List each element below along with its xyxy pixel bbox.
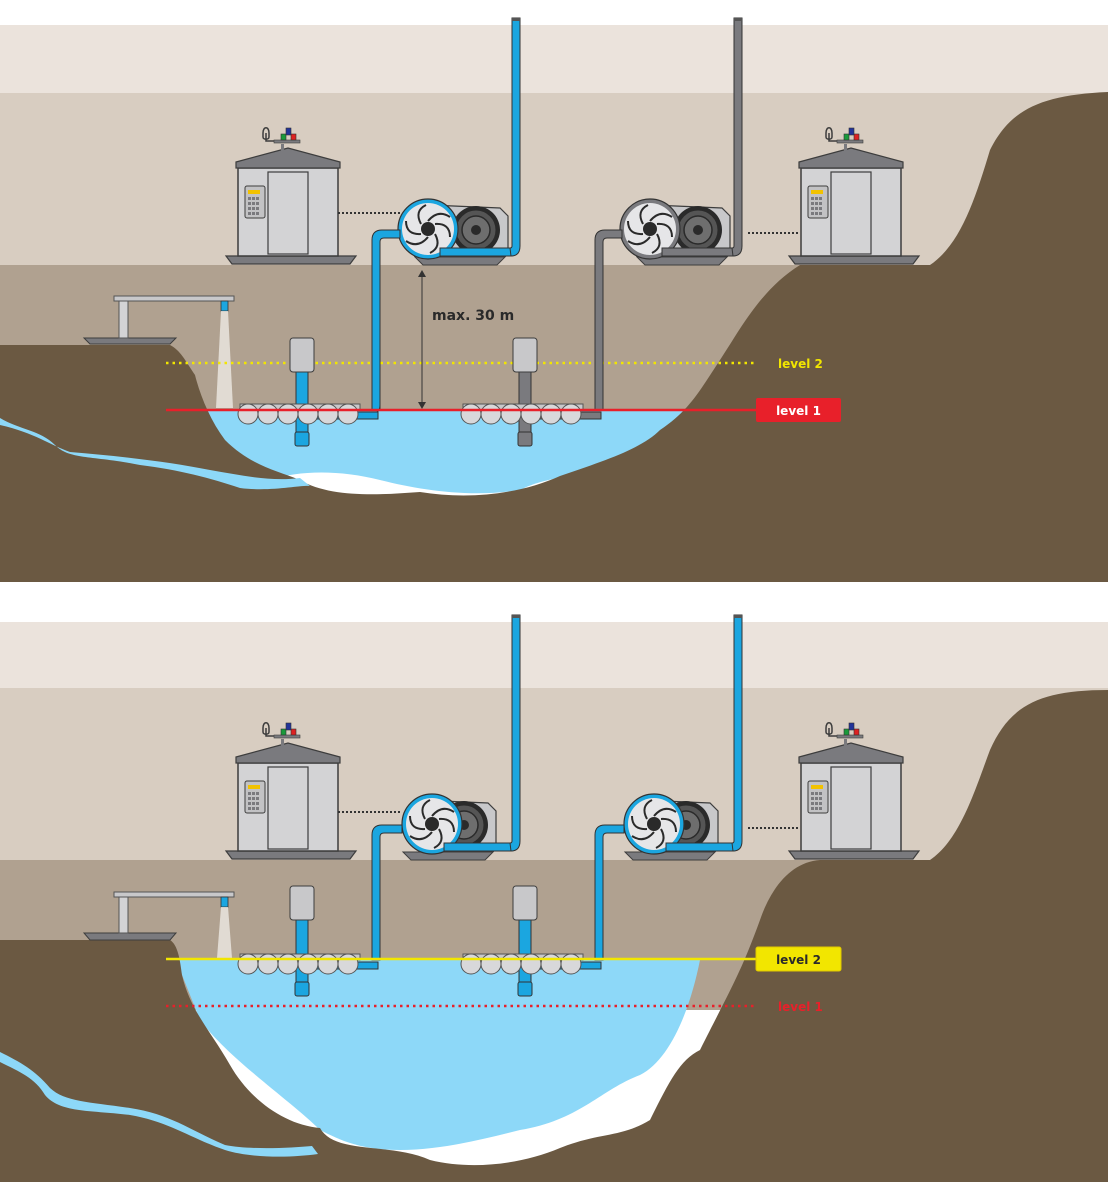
riser-pipe <box>371 824 403 961</box>
ground-terrain <box>0 690 1108 1182</box>
level-2-label: level 2 <box>778 357 823 371</box>
floating-pump-1 <box>237 885 379 997</box>
panel-high-water: level 1 level 2 <box>0 614 1108 1182</box>
level-1-label: level 1 <box>778 1000 823 1014</box>
floating-pump-1 <box>237 337 381 447</box>
sky-band <box>0 93 1108 265</box>
floating-pump-2 <box>460 337 602 447</box>
impeller-icon <box>405 797 459 851</box>
motor-icon <box>451 205 501 255</box>
stream <box>0 418 310 490</box>
sky-band <box>0 25 1108 93</box>
floating-pump-2 <box>460 885 602 997</box>
level-2-label: level 2 <box>776 953 821 967</box>
riser-pipe <box>594 229 623 411</box>
ground-terrain <box>0 92 1108 582</box>
level-1-badge <box>756 398 841 422</box>
booster-pump-2 <box>623 614 743 861</box>
sky-band <box>0 622 1108 688</box>
reservoir-water <box>200 410 690 494</box>
booster-pump-1 <box>397 17 521 266</box>
booster-pump-1 <box>401 614 521 861</box>
riser-pipe <box>371 229 401 411</box>
riser-pipe <box>594 824 625 961</box>
outflow-stream <box>216 311 233 408</box>
reservoir-water <box>176 960 700 1150</box>
sky-band <box>0 688 1108 860</box>
booster-pump-2 <box>619 17 743 266</box>
level-2-badge <box>755 946 842 972</box>
impeller-icon <box>623 202 677 256</box>
outlet-structure <box>82 295 235 408</box>
impeller-icon <box>401 202 455 256</box>
impeller-icon <box>627 797 681 851</box>
outlet-structure <box>82 891 235 958</box>
max-height-label: max. 30 m <box>432 308 514 324</box>
stream <box>0 1052 318 1157</box>
panel-low-water: level 2 <box>0 17 1108 582</box>
outflow-stream <box>217 907 232 958</box>
motor-icon <box>673 205 723 255</box>
level-1-label: level 1 <box>776 404 821 418</box>
